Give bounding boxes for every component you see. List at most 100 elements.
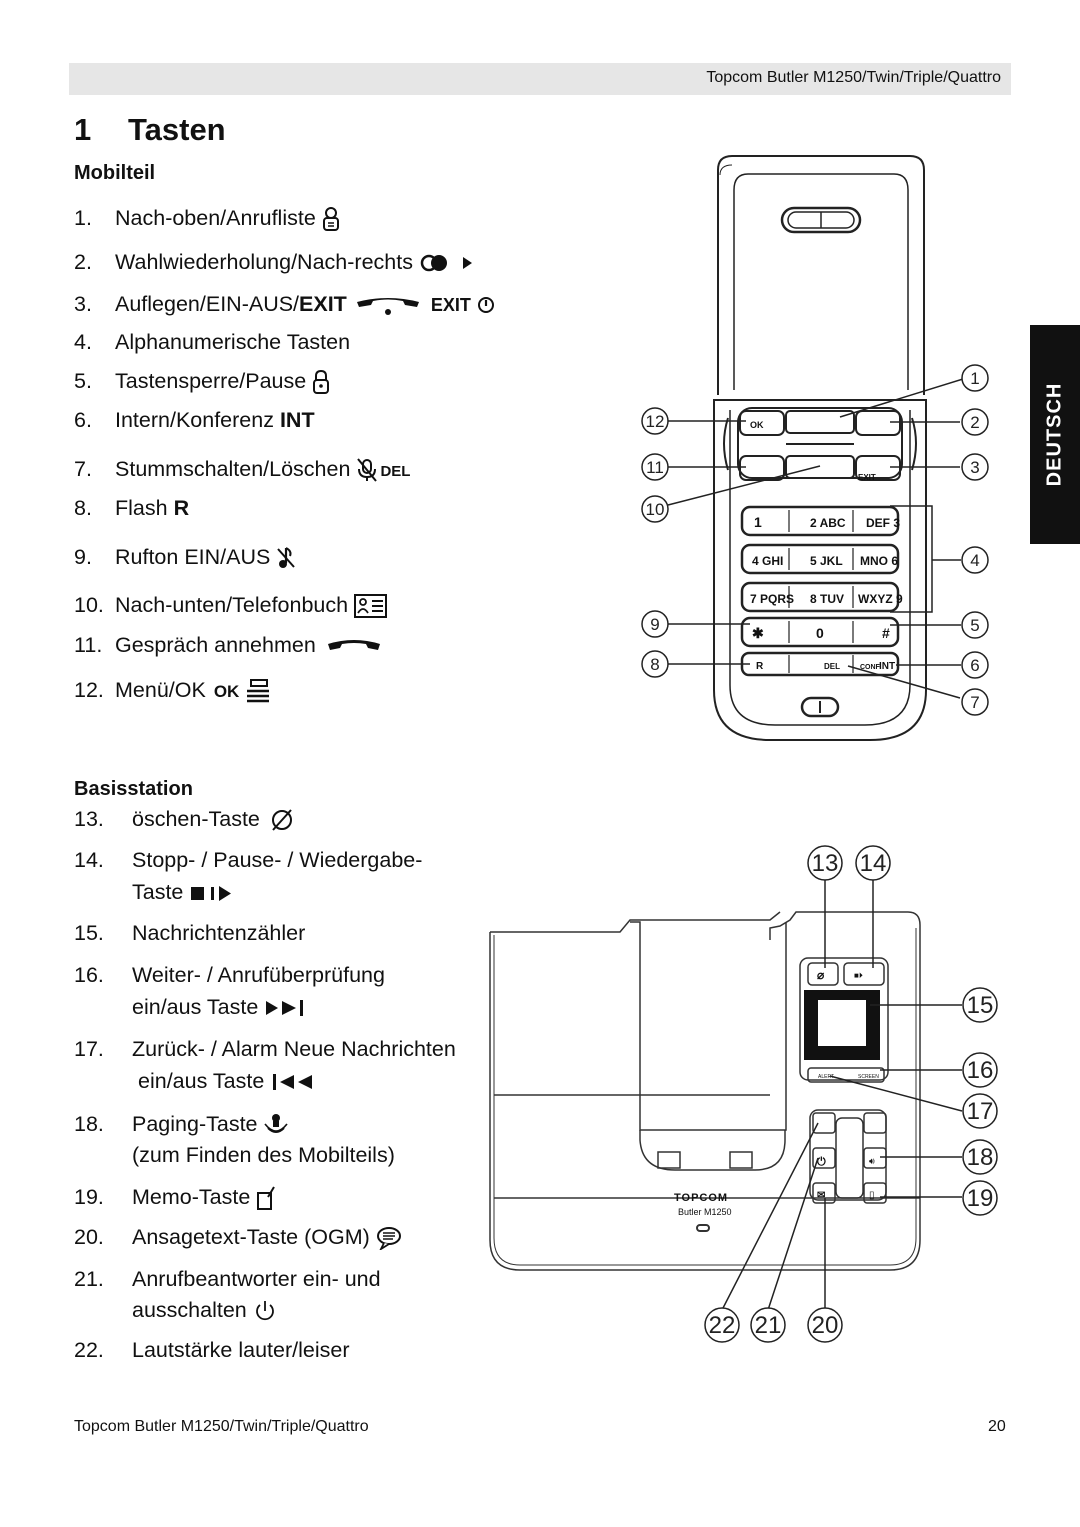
callout-13: 13 — [807, 845, 843, 881]
callout-4: 4 — [961, 546, 989, 574]
callout-label: 14 — [860, 850, 887, 877]
exit-label: EXIT — [858, 473, 876, 482]
footer-title: Topcom Butler M1250/Twin/Triple/Quattro — [74, 1418, 369, 1435]
item-text: Zurück- / Alarm Neue Nachrichten — [132, 1037, 456, 1061]
item-number: 12. — [74, 678, 104, 702]
item-number: 13. — [74, 807, 104, 831]
item-number: 7. — [74, 457, 92, 481]
callout-label: 12 — [646, 412, 665, 431]
brand-label: TOPCOM — [674, 1192, 728, 1204]
item-bold-text: R — [173, 496, 190, 520]
callout-8: 8 — [641, 650, 669, 678]
item-text: Nach-oben/Anrufliste — [115, 206, 316, 230]
skip-forward-icon — [264, 997, 314, 1019]
callout-label: 6 — [970, 656, 979, 675]
item-number: 11. — [74, 633, 103, 657]
item-text: Memo-Taste — [132, 1185, 251, 1209]
item-text: Anrufbeantworter ein- und — [132, 1267, 381, 1291]
item-number: 10. — [74, 593, 104, 617]
key-label: # — [882, 625, 890, 641]
base-station-diagram: TOPCOM Butler M1250 ALERT SCREEN ⌀ ■⏵ ⏻ … — [489, 845, 998, 1343]
item-number: 17. — [74, 1037, 104, 1061]
basisstation-heading: Basisstation — [74, 778, 193, 800]
item-text: Intern/Konferenz — [115, 408, 280, 432]
callout-1: 1 — [961, 364, 989, 392]
item-number: 9. — [74, 545, 92, 569]
item-text: Flash — [115, 496, 174, 520]
item-number: 8. — [74, 496, 92, 520]
model-label: Butler M1250 — [678, 1207, 732, 1217]
callout-2: 2 — [961, 408, 989, 436]
item-number: 4. — [74, 330, 92, 354]
del-icon-text: DEL — [380, 463, 411, 480]
language-tab: DEUTSCH — [1030, 325, 1080, 544]
callout-label: 8 — [650, 655, 659, 674]
mobilteil-heading: Mobilteil — [74, 162, 156, 184]
item-text: Wahlwiederholung/Nach-rechts — [115, 250, 413, 274]
key-label: 0 — [816, 625, 824, 641]
callout-12: 12 — [641, 407, 669, 435]
mute-delete-icon — [356, 457, 378, 483]
callout-3: 3 — [961, 453, 989, 481]
item-text: öschen-Taste — [132, 807, 260, 831]
callout-15: 15 — [962, 987, 998, 1023]
callout-label: 11 — [646, 458, 664, 477]
del-label: DEL — [824, 662, 840, 671]
item-number: 22. — [74, 1338, 104, 1362]
callout-5: 5 — [961, 611, 989, 639]
paging-icon — [263, 1112, 288, 1138]
callout-16: 16 — [962, 1052, 998, 1088]
callout-7: 7 — [961, 688, 989, 716]
item-number: 20. — [74, 1225, 104, 1249]
callout-label: 22 — [709, 1312, 736, 1339]
item-text-line2: ausschalten — [132, 1298, 247, 1322]
item-text-line2: Taste — [132, 880, 184, 904]
callout-17: 17 — [962, 1093, 998, 1129]
phonebook-icon — [354, 593, 388, 619]
contact-list-icon — [322, 206, 340, 232]
key-label: 2 ABC — [810, 516, 846, 530]
item-text: Stopp- / Pause- / Wiedergabe- — [132, 848, 423, 872]
key-label: 7 PQRS — [750, 592, 794, 606]
callout-9: 9 — [641, 610, 669, 638]
header-bar: Topcom Butler M1250/Twin/Triple/Quattro — [69, 63, 1011, 95]
section-title-text: Tasten — [128, 112, 226, 147]
handset-diagram: 1 2 ABC DEF 3 4 GHI 5 JKL MNO 6 7 PQRS 8… — [641, 155, 989, 741]
callout-10: 10 — [641, 495, 669, 523]
item-number: 18. — [74, 1112, 104, 1136]
callout-22: 22 — [704, 1307, 740, 1343]
lock-icon — [312, 369, 330, 395]
key-label: 4 GHI — [752, 554, 783, 568]
key-label: DEF 3 — [866, 516, 900, 530]
callout-11: 11 — [641, 453, 669, 481]
item-text: Auflegen/EIN-AUS/ — [115, 292, 300, 316]
callout-label: 15 — [967, 992, 994, 1019]
key-label: 5 JKL — [810, 554, 843, 568]
svg-text:⌀: ⌀ — [817, 968, 825, 982]
key-label: 1 — [754, 514, 762, 530]
item-text: Tastensperre/Pause — [115, 369, 307, 393]
screen-label: SCREEN — [858, 1074, 879, 1080]
callout-label: 18 — [967, 1144, 994, 1171]
item-number: 3. — [74, 292, 92, 316]
exit-icon-text: EXIT — [430, 295, 471, 315]
item-number: 19. — [74, 1185, 104, 1209]
callout-label: 10 — [646, 500, 665, 519]
svg-text:▯: ▯ — [869, 1190, 875, 1201]
conf-label: CONF — [860, 664, 881, 671]
ok-icon-text: OK — [213, 682, 240, 701]
callout-label: 4 — [970, 551, 979, 570]
callout-19: 19 — [962, 1180, 998, 1216]
item-text: Stummschalten/Löschen — [115, 457, 351, 481]
item-text: Gespräch annehmen — [115, 633, 316, 657]
header-text: Topcom Butler M1250/Twin/Triple/Quattro — [706, 69, 1001, 86]
callout-14: 14 — [855, 845, 891, 881]
item-text: Menü/OK — [115, 678, 206, 702]
hangup-exit-icon — [355, 294, 421, 316]
ogm-icon — [376, 1226, 402, 1251]
callout-label: 19 — [967, 1185, 994, 1212]
power-small-icon — [477, 296, 495, 314]
alert-label: ALERT — [818, 1074, 834, 1080]
answer-call-icon — [326, 638, 382, 654]
